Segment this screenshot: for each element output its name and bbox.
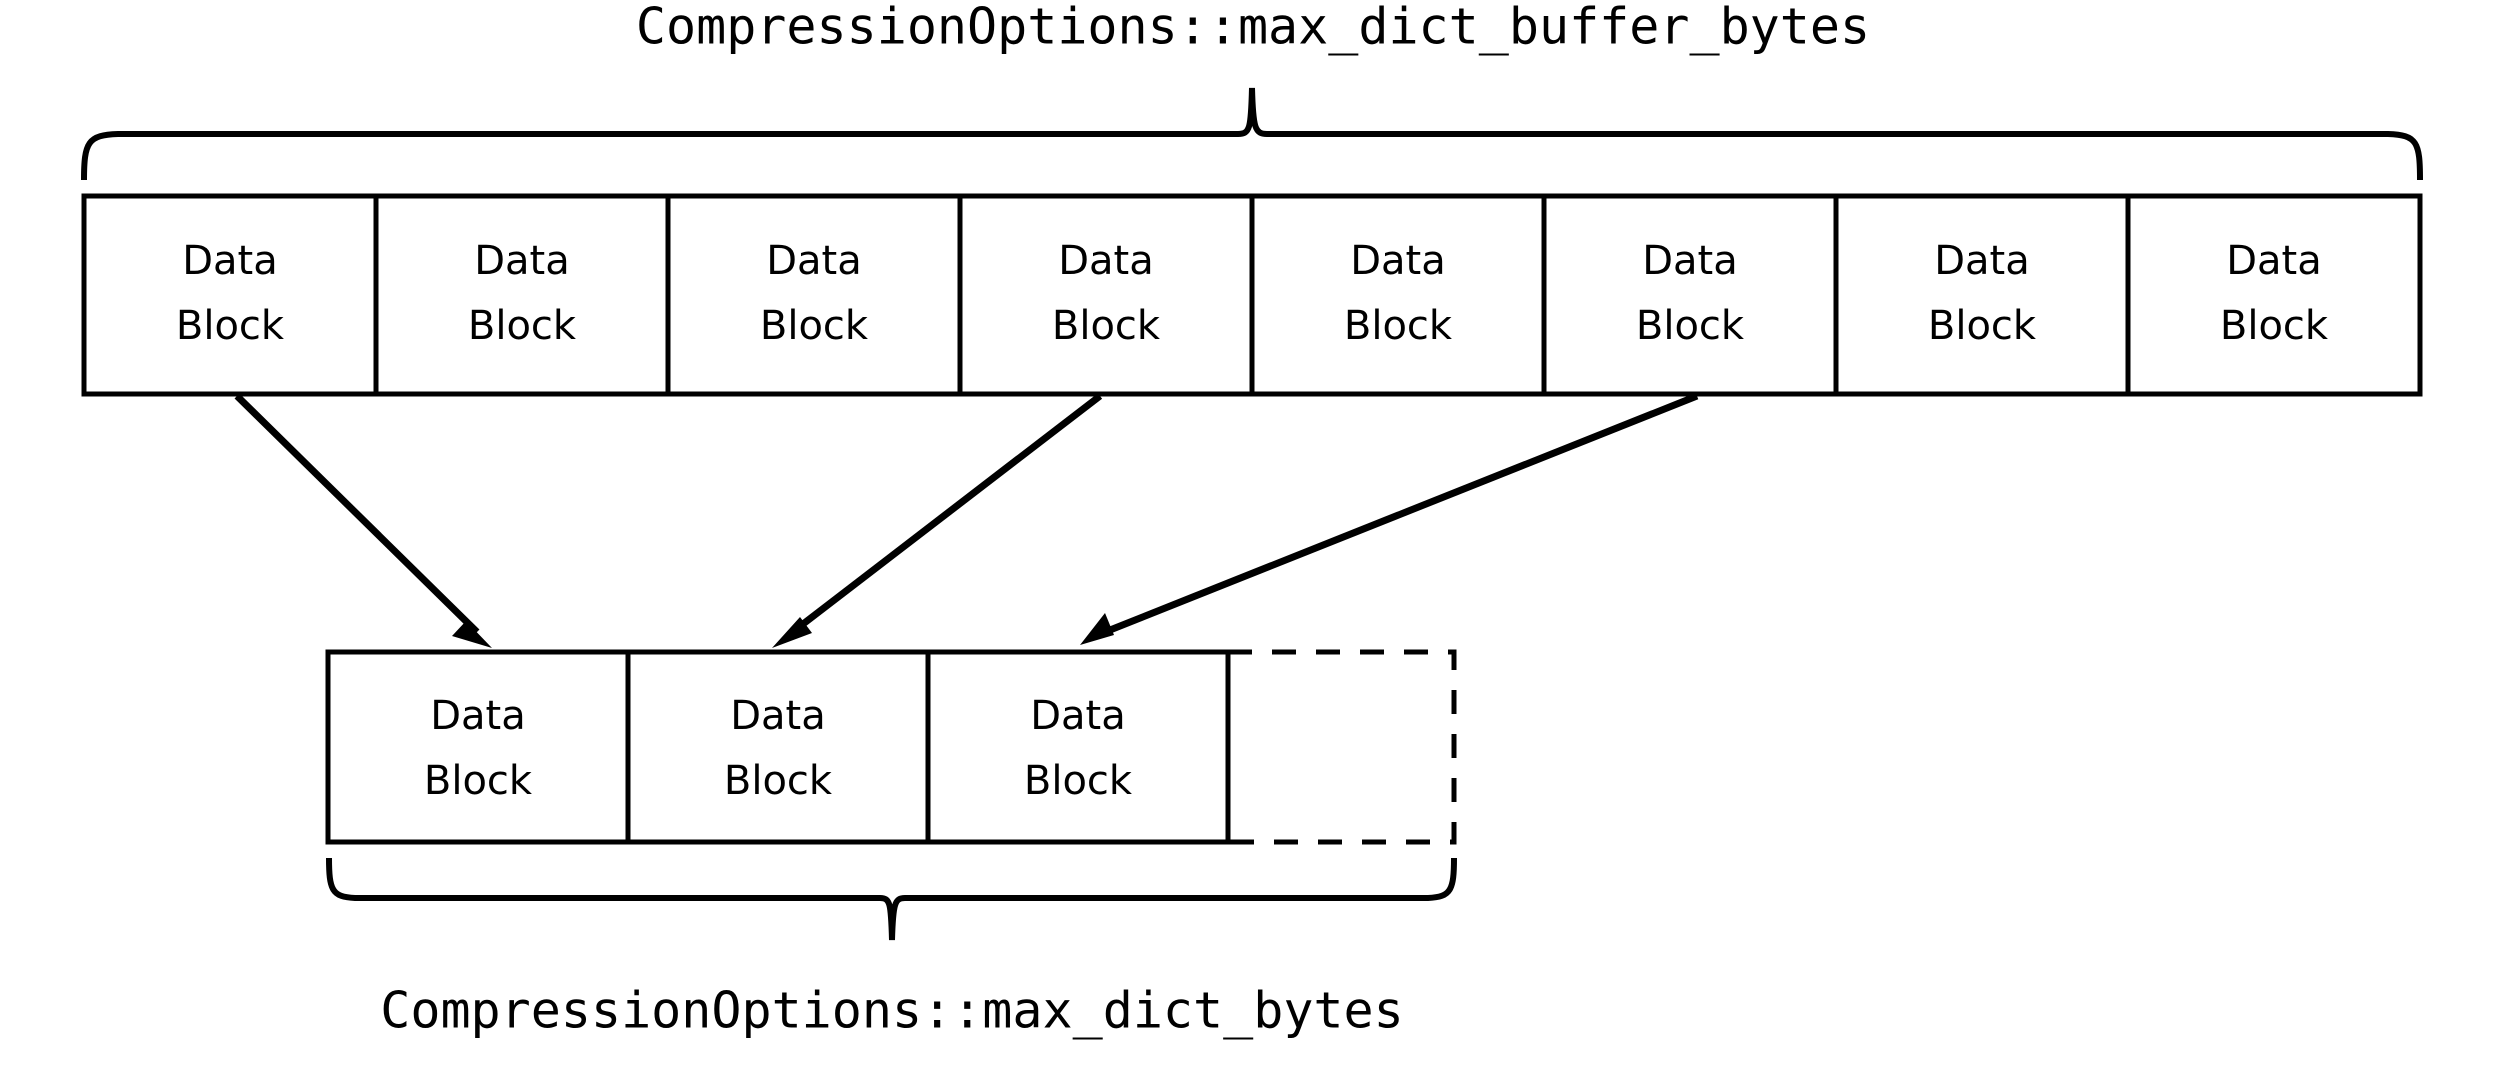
bottom-row-outline — [325, 649, 1231, 845]
svg-text:Data: Data — [1058, 238, 1154, 284]
svg-text:Data: Data — [730, 693, 826, 739]
svg-text:Block: Block — [760, 303, 869, 349]
bottom-block-row: Data Block Data Block Data Block — [325, 649, 1457, 845]
top-label-max-dict-buffer-bytes: CompressionOptions::max_dict_buffer_byte… — [636, 0, 1870, 56]
bottom-data-block-3: Data Block — [1024, 693, 1133, 804]
bottom-data-block-1: Data Block — [424, 693, 533, 804]
svg-text:Data: Data — [766, 238, 862, 284]
svg-text:Data: Data — [1934, 238, 2030, 284]
bottom-label-max-dict-bytes: CompressionOptions::max_dict_bytes — [380, 982, 1404, 1040]
svg-text:Block: Block — [1052, 303, 1161, 349]
svg-text:Block: Block — [724, 758, 833, 804]
top-data-block-5: Data Block — [1344, 238, 1453, 349]
top-data-block-3: Data Block — [760, 238, 869, 349]
bottom-row-empty-slot — [1225, 649, 1457, 845]
svg-text:Block: Block — [468, 303, 577, 349]
sample-arrow-3 — [1080, 392, 1699, 645]
top-data-block-8: Data Block — [2220, 238, 2329, 349]
top-block-row: Data Block Data Block Data Block Data Bl… — [81, 193, 2423, 397]
top-data-block-1: Data Block — [176, 238, 285, 349]
top-brace — [81, 87, 2423, 181]
svg-text:Data: Data — [1642, 238, 1738, 284]
bottom-brace — [326, 857, 1457, 941]
bottom-data-block-2: Data Block — [724, 693, 833, 804]
sample-arrow-1 — [234, 393, 492, 648]
sample-arrow-2 — [772, 393, 1103, 648]
svg-text:Block: Block — [1636, 303, 1745, 349]
svg-text:Block: Block — [1928, 303, 2037, 349]
svg-text:Data: Data — [430, 693, 526, 739]
svg-text:Data: Data — [182, 238, 278, 284]
svg-text:Data: Data — [1030, 693, 1126, 739]
top-data-block-2: Data Block — [468, 238, 577, 349]
top-data-block-7: Data Block — [1928, 238, 2037, 349]
svg-text:Data: Data — [1350, 238, 1446, 284]
top-data-block-6: Data Block — [1636, 238, 1745, 349]
svg-text:Block: Block — [1024, 758, 1133, 804]
top-data-block-4: Data Block — [1052, 238, 1161, 349]
svg-text:Block: Block — [176, 303, 285, 349]
svg-text:Block: Block — [2220, 303, 2329, 349]
svg-text:Data: Data — [474, 238, 570, 284]
svg-text:Block: Block — [1344, 303, 1453, 349]
svg-text:Data: Data — [2226, 238, 2322, 284]
svg-text:Block: Block — [424, 758, 533, 804]
